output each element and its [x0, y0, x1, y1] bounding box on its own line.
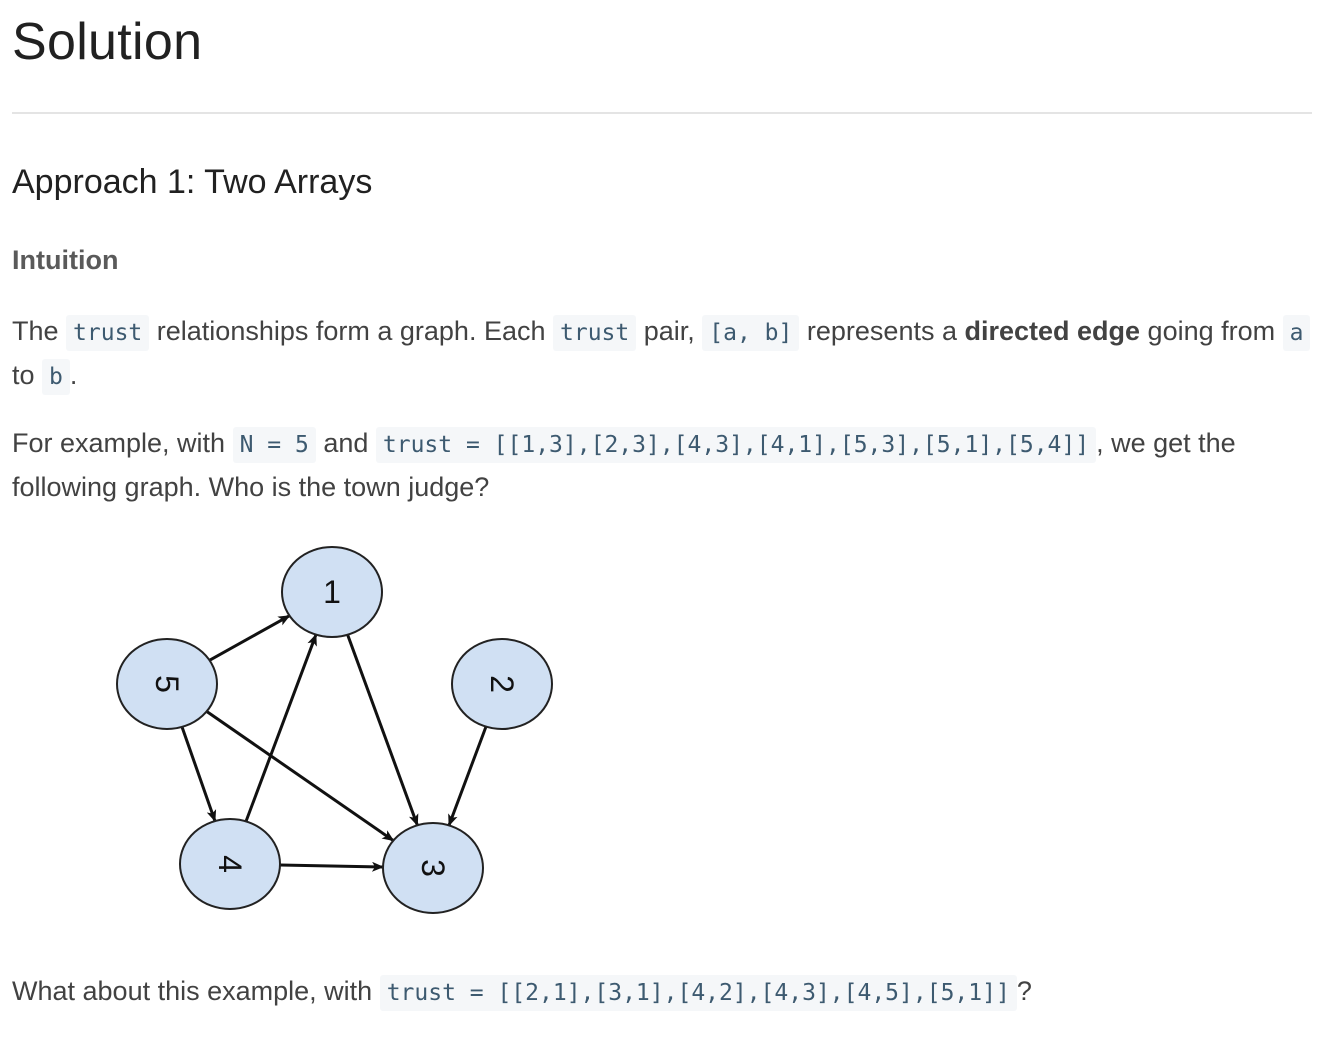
trust-graph-diagram: 1 2 3 4 5 — [116, 546, 553, 914]
text-span: to — [12, 360, 43, 390]
text-span: pair, — [636, 316, 703, 346]
node-circle — [382, 822, 484, 914]
text-span: . — [69, 360, 78, 390]
edge-1-to-3 — [346, 634, 419, 827]
text-span: For example, with — [12, 428, 233, 458]
intuition-paragraph: The trust relationships form a graph. Ea… — [12, 310, 1312, 398]
node-circle — [179, 818, 281, 910]
node-circle — [281, 546, 383, 638]
inline-code: a — [1282, 315, 1311, 351]
graph-node-1: 1 — [281, 546, 383, 638]
edge-5-to-1 — [208, 614, 291, 662]
text-span: , we get the following graph. Who is the… — [12, 428, 1236, 502]
graph-edges — [180, 614, 488, 872]
inline-code: N = 5 — [232, 427, 316, 463]
node-label: 5 — [149, 675, 185, 693]
inline-code: b — [42, 359, 70, 395]
node-label: 4 — [212, 855, 248, 873]
node-label: 3 — [415, 859, 451, 877]
page-title: Solution — [12, 13, 203, 71]
inline-code: [a, b] — [702, 315, 800, 351]
text-span: and — [315, 428, 376, 458]
inline-code: trust = [[1,3],[2,3],[4,3],[4,1],[5,3],[… — [375, 427, 1097, 463]
node-label: 1 — [323, 574, 341, 610]
text-span: relationships form a graph. Each — [149, 316, 553, 346]
graph-node-2: 2 — [451, 638, 553, 730]
node-circle — [116, 638, 218, 730]
intuition-heading: Intuition — [12, 245, 119, 275]
text-span: What about this example, with — [12, 976, 380, 1006]
node-circle — [451, 638, 553, 730]
example-paragraph: For example, with N = 5 and trust = [[1,… — [12, 422, 1312, 508]
edge-5-to-4 — [180, 726, 217, 823]
edge-4-to-3 — [279, 861, 384, 872]
text-span: The — [12, 316, 67, 346]
graph-node-4: 4 — [179, 818, 281, 910]
second-example-paragraph: What about this example, with trust = [[… — [12, 970, 1312, 1014]
text-span: going from — [1140, 316, 1283, 346]
edge-5-to-3 — [205, 710, 395, 842]
edge-2-to-3 — [447, 726, 488, 827]
inline-code: trust = [[2,1],[3,1],[4,2],[4,3],[4,5],[… — [379, 975, 1017, 1011]
graph-node-3: 3 — [382, 822, 484, 914]
graph-nodes: 1 2 3 4 5 — [116, 546, 553, 914]
bold-text: directed edge — [964, 316, 1141, 346]
graph-node-5: 5 — [116, 638, 218, 730]
title-divider — [12, 112, 1312, 114]
text-span: ? — [1016, 976, 1032, 1006]
inline-code: trust — [553, 315, 637, 351]
edge-4-to-1 — [244, 633, 318, 822]
text-span: represents a — [799, 316, 965, 346]
node-label: 2 — [484, 675, 520, 693]
inline-code: trust — [66, 315, 150, 351]
approach-heading: Approach 1: Two Arrays — [12, 163, 373, 201]
